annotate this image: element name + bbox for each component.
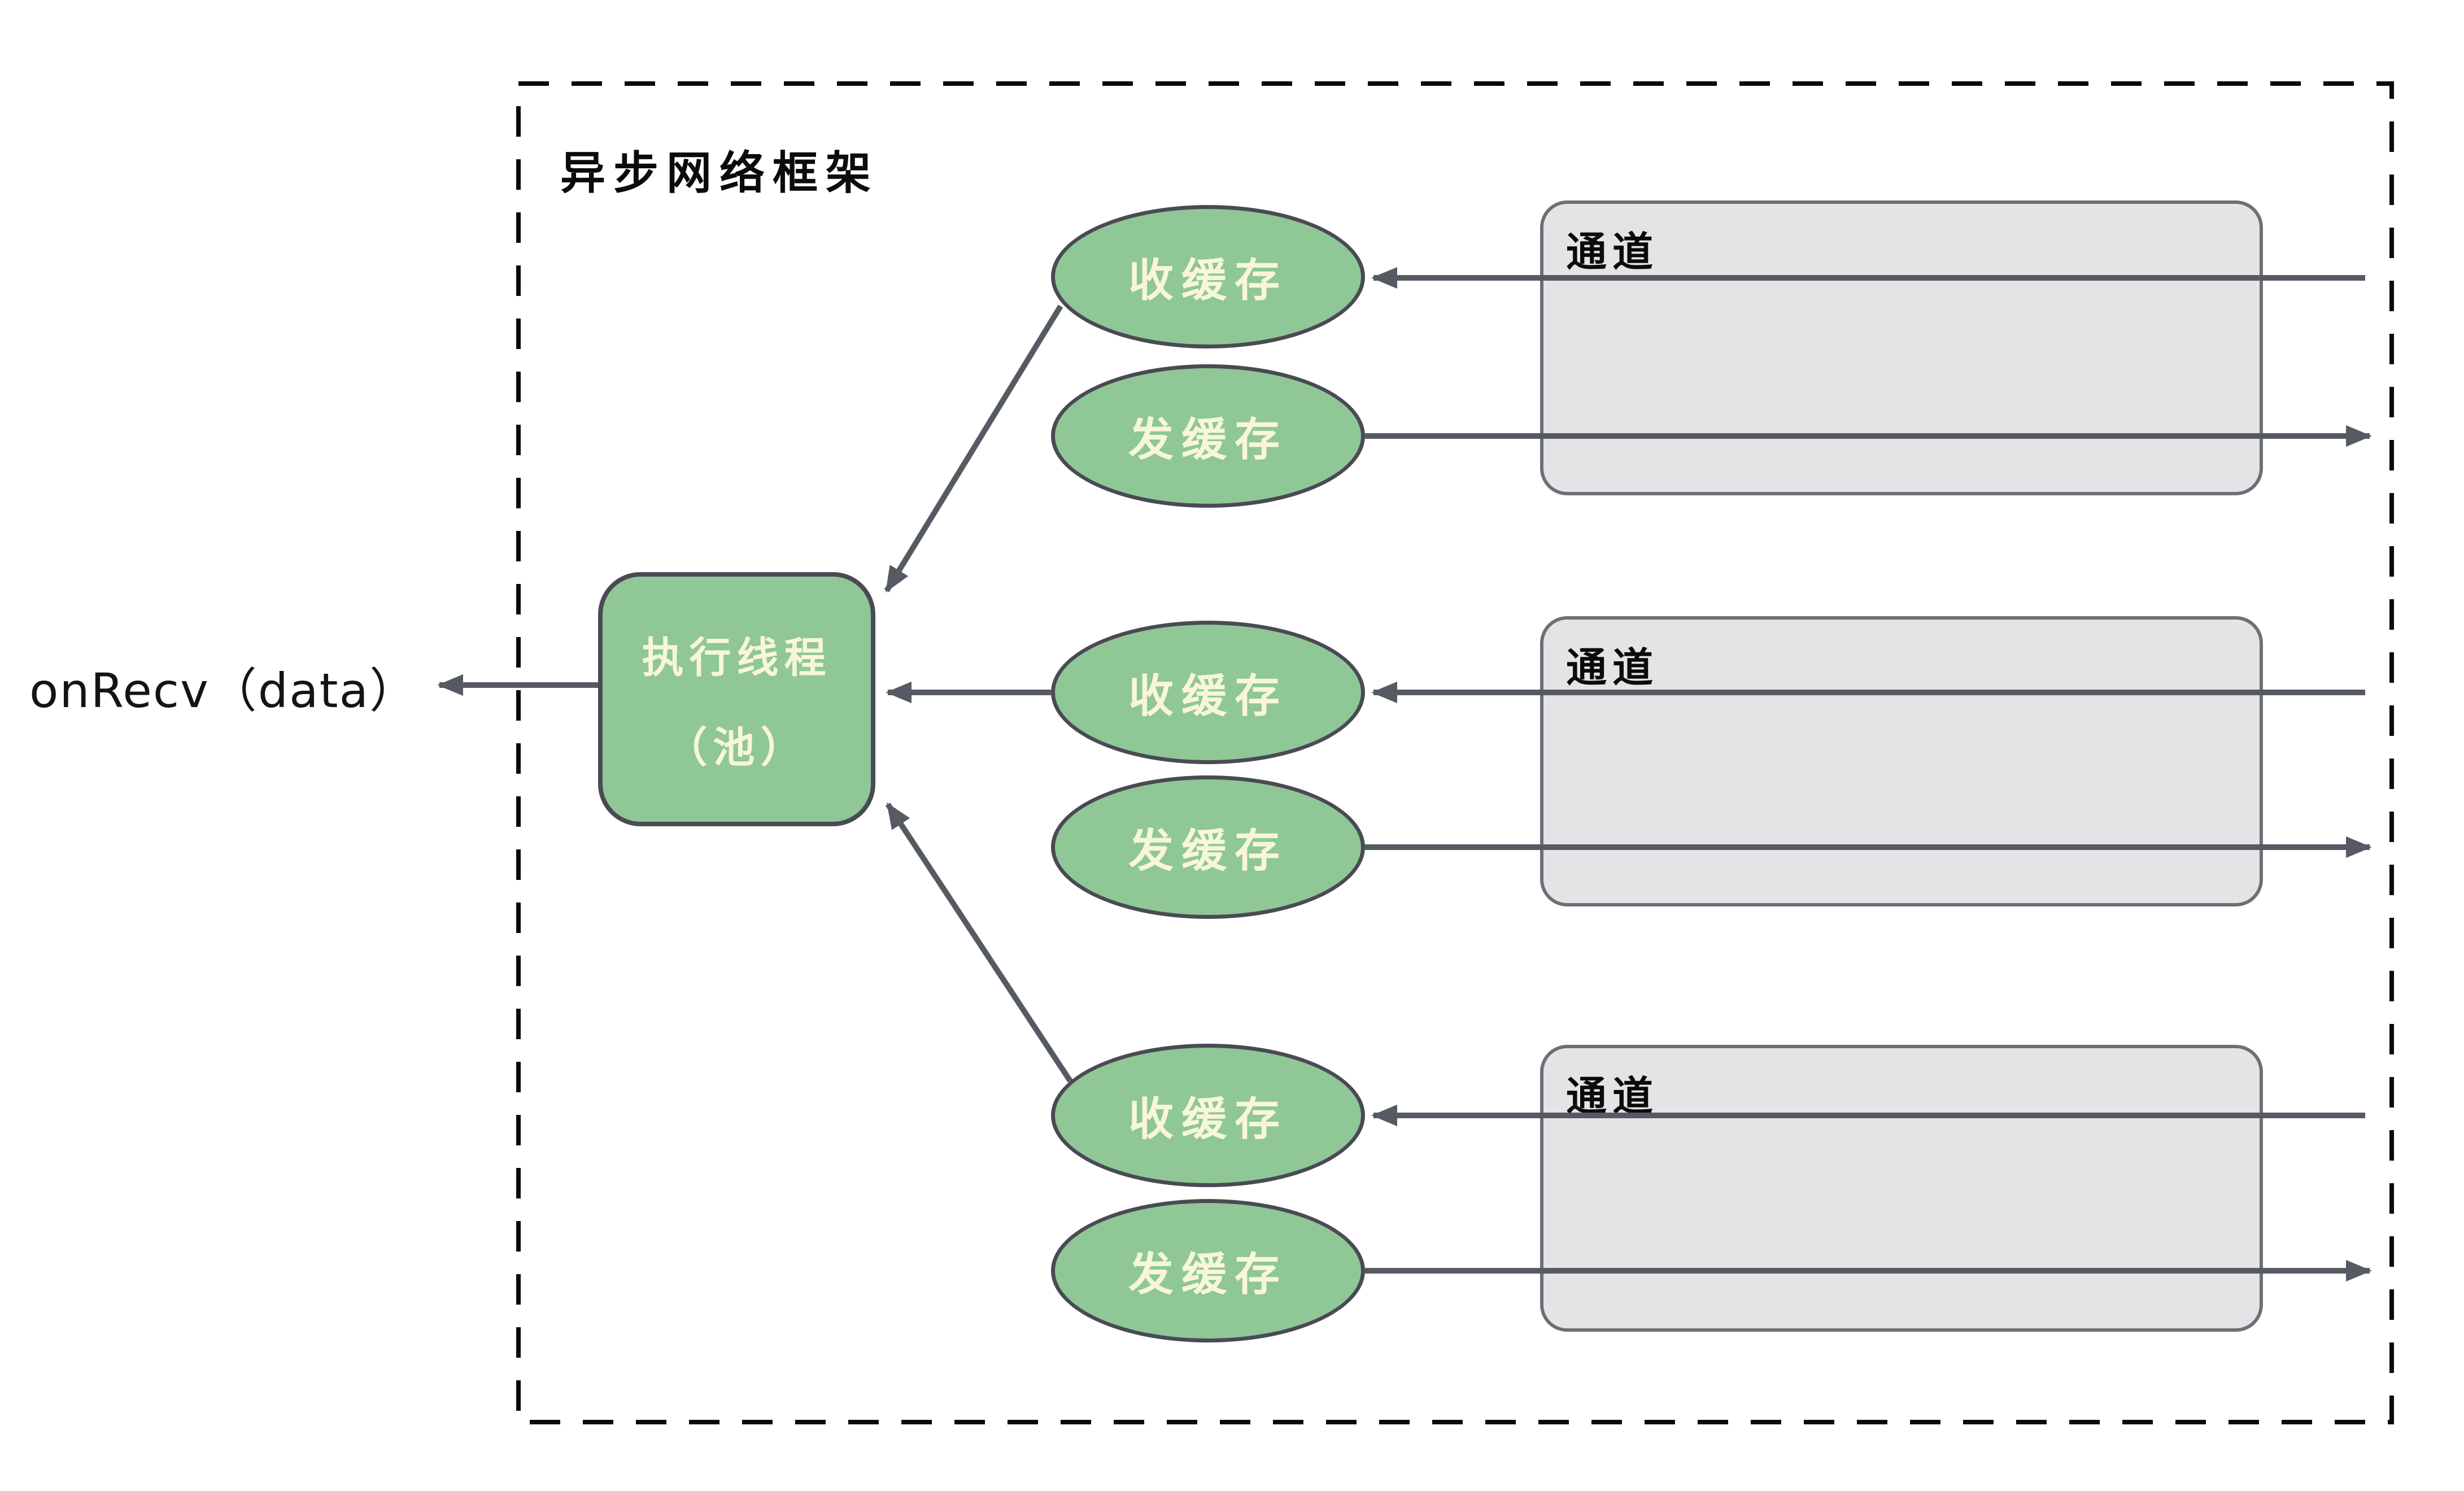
- recv-buffer-label-2: 收缓存: [1128, 670, 1288, 722]
- recv-buffer-node-1: 收缓存: [1051, 205, 1365, 348]
- callback-label: onRecv（data）: [29, 663, 418, 718]
- channel-box-1: 通道: [1540, 200, 2263, 495]
- channel-label-1: 通道: [1566, 228, 1659, 276]
- channel-box-2: 通道: [1540, 616, 2263, 906]
- channel-box-3: 通道: [1540, 1045, 2263, 1332]
- recv-buffer-label-3: 收缓存: [1128, 1093, 1288, 1145]
- recv-buffer-node-2: 收缓存: [1051, 621, 1365, 764]
- channel-label-3: 通道: [1566, 1073, 1659, 1120]
- recv3-to-executor-arrow: [885, 802, 1073, 1083]
- send-buffer-node-3: 发缓存: [1051, 1199, 1365, 1342]
- send-buffer-label-3: 发缓存: [1128, 1248, 1288, 1301]
- framework-title: 异步网络框架: [560, 147, 879, 199]
- executor-label-line1: 执行线程: [642, 634, 832, 682]
- channel-label-2: 通道: [1566, 644, 1659, 691]
- send-buffer-node-1: 发缓存: [1051, 364, 1365, 508]
- recv-buffer-node-3: 收缓存: [1051, 1044, 1365, 1187]
- executor-label-line2: （池）: [665, 723, 808, 772]
- send-buffer-node-2: 发缓存: [1051, 775, 1365, 919]
- send-buffer-label-1: 发缓存: [1128, 413, 1288, 466]
- send-buffer-label-2: 发缓存: [1128, 825, 1288, 877]
- executor-thread-pool-node: 执行线程 （池）: [598, 572, 875, 826]
- recv-buffer-label-1: 收缓存: [1128, 254, 1288, 307]
- recv1-to-executor-arrow: [884, 304, 1063, 593]
